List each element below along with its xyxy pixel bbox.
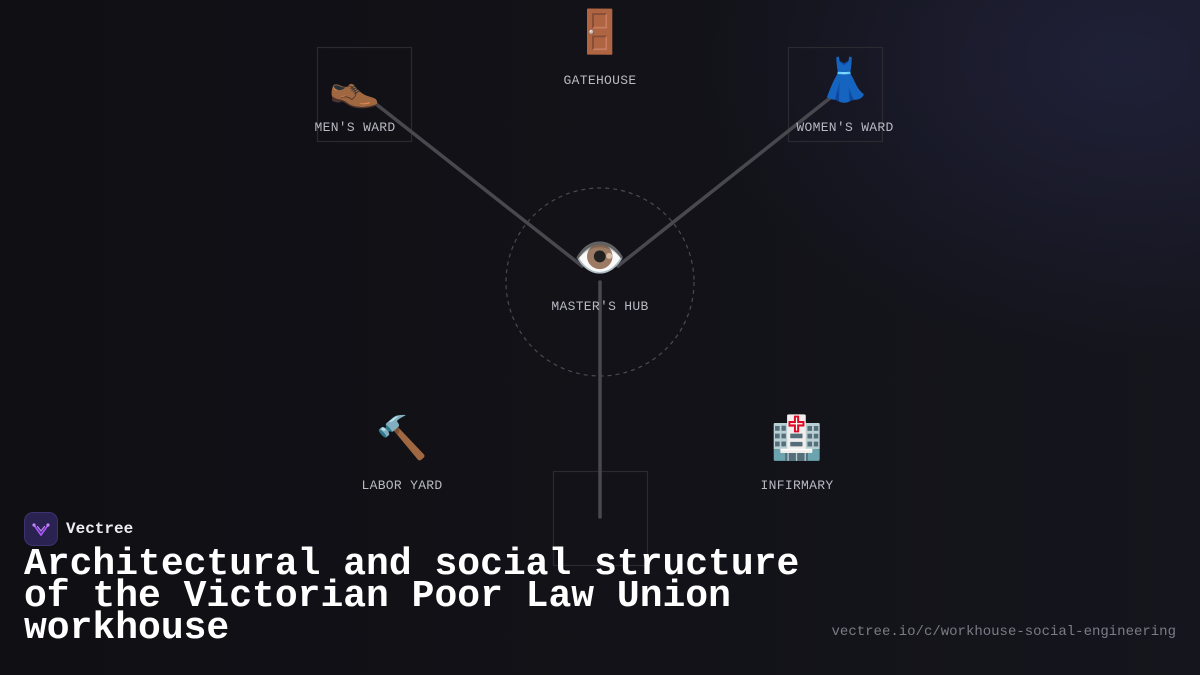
gatehouse-label: GATEHOUSE — [563, 73, 637, 88]
labor-yard-label: LABOR YARD — [361, 478, 443, 493]
hammer-icon: 🔨 — [375, 417, 429, 465]
source-url[interactable]: vectree.io/c/workhouse-social-engineerin… — [831, 624, 1176, 640]
brand: Vectree — [24, 512, 133, 546]
door-icon: 🚪 — [573, 11, 627, 59]
hospital-icon: 🏥 — [770, 417, 824, 465]
womens-ward-frame — [787, 46, 884, 143]
connector-womens-ward — [616, 96, 832, 268]
connector-mens-ward — [374, 102, 584, 268]
mens-ward-label: MEN'S WARD — [314, 120, 396, 135]
womens-ward-label: WOMEN'S WARD — [796, 120, 894, 135]
shoe-icon: 👞 — [328, 65, 382, 113]
vectree-logo-icon — [24, 512, 58, 546]
brand-name: Vectree — [66, 520, 134, 538]
masters-hub-label: MASTER'S HUB — [551, 299, 649, 314]
mens-ward-frame — [316, 46, 413, 143]
page-title: Architectural and social structure of th… — [24, 543, 800, 650]
infirmary-label: INFIRMARY — [760, 478, 834, 493]
dress-icon: 👗 — [818, 59, 872, 107]
eye-icon: 👁️ — [573, 237, 627, 285]
